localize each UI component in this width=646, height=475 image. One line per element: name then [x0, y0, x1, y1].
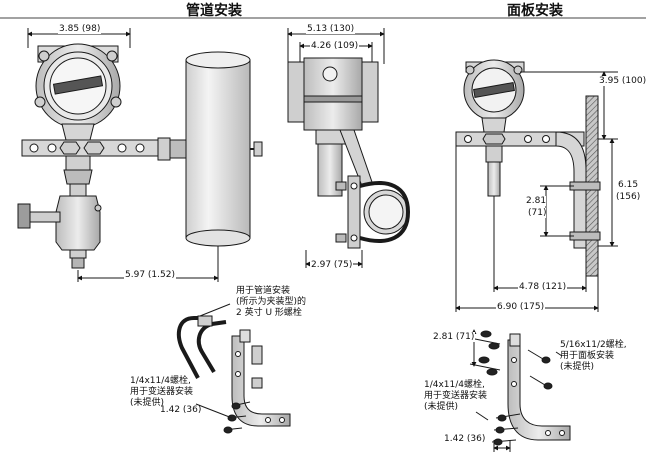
note-ubolt-line2: (所示为夹装型)的	[236, 297, 307, 307]
dim-height-615-value: 6.15	[618, 180, 639, 190]
note-bolt-14-right: 1/4x11/4螺栓, 用于变送器安装 (未提供)	[424, 380, 487, 413]
dim-width-690: 6.90 (175)	[496, 302, 546, 312]
dim-width-426: 4.26 (109)	[310, 41, 360, 51]
note-bolt-14-left-line1: 1/4x11/4螺栓,	[130, 376, 191, 386]
note-bolt-14-right-line2: 用于变送器安装	[424, 391, 488, 401]
note-bolt-14-left-line3: (未提供)	[130, 398, 165, 408]
pipe-mount-front-view	[17, 28, 263, 282]
note-bolt-14-left: 1/4x11/4螺栓, 用于变送器安装 (未提供)	[130, 376, 193, 409]
dim-dist-297: 2.97 (75)	[310, 260, 354, 270]
pipe-mount-side-view	[287, 28, 411, 268]
note-ubolt: 用于管道安装 (所示为夹装型)的 2 英寸 U 形螺栓	[236, 286, 306, 319]
dim-width-513: 5.13 (130)	[306, 24, 356, 34]
dim-height-395: 3.95 (100)	[598, 76, 646, 86]
dim-height-281-mm: (71)	[528, 208, 547, 218]
note-bolt-516: 5/16x11/2螺栓, 用于面板安装 (未提供)	[560, 340, 627, 373]
dim-height-281-value: 2.81	[526, 196, 547, 206]
dim-dist-597: 5.97 (1.52)	[124, 270, 176, 280]
note-bolt-14-left-line2: 用于变送器安装	[130, 387, 194, 397]
note-bolt-516-line3: (未提供)	[560, 362, 595, 372]
note-ubolt-line3: 2 英寸 U 形螺栓	[236, 308, 302, 318]
dim-width-385: 3.85 (98)	[58, 24, 102, 34]
note-bolt-14-right-line3: (未提供)	[424, 402, 459, 412]
note-bolt-516-line2: 用于面板安装	[560, 351, 615, 361]
dim-width-478: 4.78 (121)	[518, 282, 568, 292]
note-bolt-14-right-line1: 1/4x11/4螺栓,	[424, 380, 485, 390]
panel-mount-title: 面板安装	[507, 3, 563, 19]
dim-dist-142-right: 1.42 (36)	[444, 434, 486, 444]
note-ubolt-line1: 用于管道安装	[236, 286, 291, 296]
dim-height-615-mm: (156)	[616, 192, 641, 202]
pipe-mount-title: 管道安装	[186, 3, 242, 19]
dim-dist-142-left: 1.42 (36)	[160, 405, 202, 415]
note-bolt-516-line1: 5/16x11/2螺栓,	[560, 340, 627, 350]
pipe-bracket-exploded	[176, 303, 291, 434]
panel-bracket-exploded	[469, 329, 571, 452]
dim-dist-281: 2.81 (71)	[432, 332, 476, 342]
panel-mount-view	[455, 59, 618, 312]
